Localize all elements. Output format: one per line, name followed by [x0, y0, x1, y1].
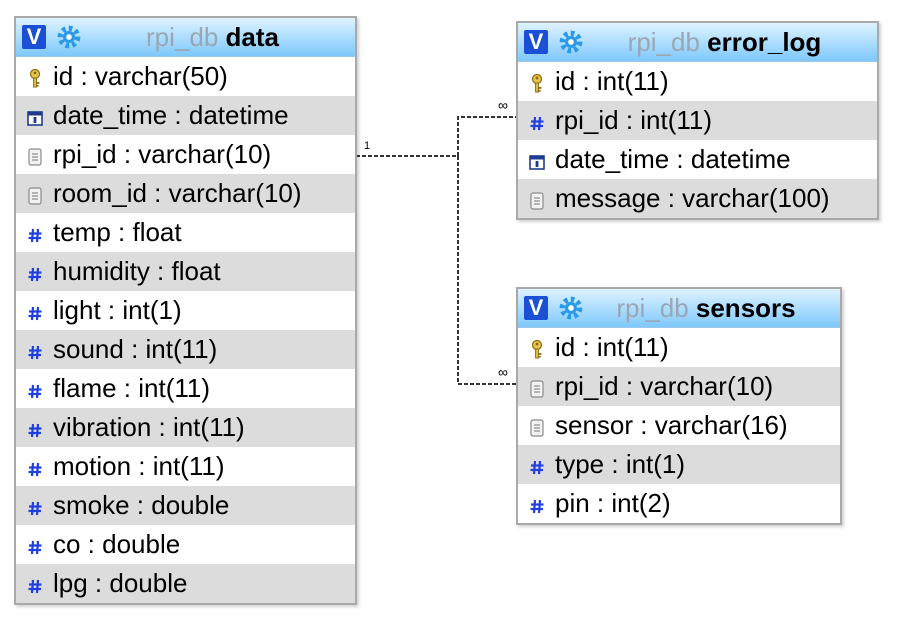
- gear-icon[interactable]: [558, 29, 584, 55]
- number-icon: [528, 454, 546, 476]
- table-sensors[interactable]: V rpi_db sensors id : int(11) rpi_id : va…: [516, 287, 842, 525]
- relation-label-many-sensors: ∞: [498, 364, 508, 380]
- column-row[interactable]: rpi_id : varchar(10): [16, 135, 355, 174]
- text-field-icon: [528, 188, 546, 210]
- column-label: date_time : datetime: [53, 100, 289, 130]
- column-label: sensor : varchar(16): [555, 410, 788, 440]
- key-icon: [528, 337, 546, 359]
- database-name: rpi_db: [616, 292, 689, 323]
- gear-icon[interactable]: [558, 295, 584, 321]
- relation-line-error-log: [356, 116, 516, 157]
- column-row[interactable]: humidity : float: [16, 252, 355, 291]
- toggle-icon[interactable]: V: [524, 296, 548, 320]
- number-icon: [26, 261, 44, 283]
- relation-label-one: 1: [364, 140, 370, 152]
- column-label: date_time : datetime: [555, 144, 791, 174]
- number-icon: [26, 534, 44, 556]
- column-label: flame : int(11): [53, 373, 211, 403]
- column-list: id : int(11) rpi_id : varchar(10) sensor :…: [518, 328, 840, 523]
- table-name: data: [225, 21, 279, 52]
- column-label: pin : int(2): [555, 488, 671, 518]
- table-error-log[interactable]: V rpi_db error_log id : int(11) rpi_id : …: [516, 21, 879, 220]
- column-label: type : int(1): [555, 449, 686, 479]
- column-label: co : double: [53, 529, 181, 559]
- column-label: light : int(1): [53, 295, 182, 325]
- number-icon: [26, 222, 44, 244]
- database-name: rpi_db: [627, 26, 700, 57]
- column-label: id : int(11): [555, 332, 669, 362]
- column-row[interactable]: co : double: [16, 525, 355, 564]
- column-row[interactable]: id : int(11): [518, 328, 840, 367]
- column-row[interactable]: temp : float: [16, 213, 355, 252]
- column-row[interactable]: vibration : int(11): [16, 408, 355, 447]
- table-header[interactable]: V rpi_db sensors: [518, 289, 840, 328]
- text-field-icon: [528, 415, 546, 437]
- text-field-icon: [528, 376, 546, 398]
- column-row[interactable]: room_id : varchar(10): [16, 174, 355, 213]
- toggle-icon[interactable]: V: [524, 30, 548, 54]
- column-label: smoke : double: [53, 490, 230, 520]
- table-title: rpi_db data: [82, 22, 355, 53]
- text-field-icon: [26, 183, 44, 205]
- column-row[interactable]: id : int(11): [518, 62, 877, 101]
- number-icon: [26, 456, 44, 478]
- gear-icon[interactable]: [56, 24, 82, 50]
- column-row[interactable]: type : int(1): [518, 445, 840, 484]
- column-row[interactable]: date_time : datetime: [518, 140, 877, 179]
- column-row[interactable]: id : varchar(50): [16, 57, 355, 96]
- column-label: humidity : float: [53, 256, 221, 286]
- column-label: vibration : int(11): [53, 412, 245, 442]
- column-row[interactable]: message : varchar(100): [518, 179, 877, 218]
- column-row[interactable]: motion : int(11): [16, 447, 355, 486]
- table-header[interactable]: V rpi_db error_log: [518, 23, 877, 62]
- calendar-icon: [528, 149, 546, 171]
- toggle-icon[interactable]: V: [22, 25, 46, 49]
- column-row[interactable]: rpi_id : varchar(10): [518, 367, 840, 406]
- column-row[interactable]: lpg : double: [16, 564, 355, 603]
- relation-line-sensors: [457, 156, 516, 385]
- number-icon: [26, 417, 44, 439]
- number-icon: [26, 573, 44, 595]
- number-icon: [26, 378, 44, 400]
- table-name: sensors: [695, 292, 796, 323]
- table-title: rpi_db sensors: [584, 293, 840, 324]
- database-name: rpi_db: [146, 21, 219, 52]
- table-data[interactable]: V rpi_db data id : varchar(50) date_time …: [14, 16, 357, 605]
- column-label: rpi_id : int(11): [555, 105, 713, 135]
- column-row[interactable]: sound : int(11): [16, 330, 355, 369]
- table-header[interactable]: V rpi_db data: [16, 18, 355, 57]
- number-icon: [26, 495, 44, 517]
- column-label: sound : int(11): [53, 334, 218, 364]
- column-label: message : varchar(100): [555, 183, 830, 213]
- number-icon: [528, 110, 546, 132]
- column-row[interactable]: sensor : varchar(16): [518, 406, 840, 445]
- column-row[interactable]: smoke : double: [16, 486, 355, 525]
- column-label: id : varchar(50): [53, 61, 228, 91]
- column-label: room_id : varchar(10): [53, 178, 302, 208]
- column-list: id : varchar(50) date_time : datetime rpi_…: [16, 57, 355, 603]
- calendar-icon: [26, 105, 44, 127]
- column-row[interactable]: pin : int(2): [518, 484, 840, 523]
- table-name: error_log: [707, 26, 822, 57]
- number-icon: [26, 339, 44, 361]
- text-field-icon: [26, 144, 44, 166]
- column-label: rpi_id : varchar(10): [53, 139, 272, 169]
- column-label: temp : float: [53, 217, 182, 247]
- table-title: rpi_db error_log: [584, 27, 877, 58]
- key-icon: [528, 71, 546, 93]
- column-label: motion : int(11): [53, 451, 225, 481]
- column-row[interactable]: rpi_id : int(11): [518, 101, 877, 140]
- number-icon: [26, 300, 44, 322]
- column-row[interactable]: flame : int(11): [16, 369, 355, 408]
- key-icon: [26, 66, 44, 88]
- column-label: lpg : double: [53, 568, 188, 598]
- column-list: id : int(11) rpi_id : int(11) date_time : …: [518, 62, 877, 218]
- relation-label-many-error-log: ∞: [498, 97, 508, 113]
- column-label: id : int(11): [555, 66, 669, 96]
- column-label: rpi_id : varchar(10): [555, 371, 774, 401]
- column-row[interactable]: date_time : datetime: [16, 96, 355, 135]
- column-row[interactable]: light : int(1): [16, 291, 355, 330]
- number-icon: [528, 493, 546, 515]
